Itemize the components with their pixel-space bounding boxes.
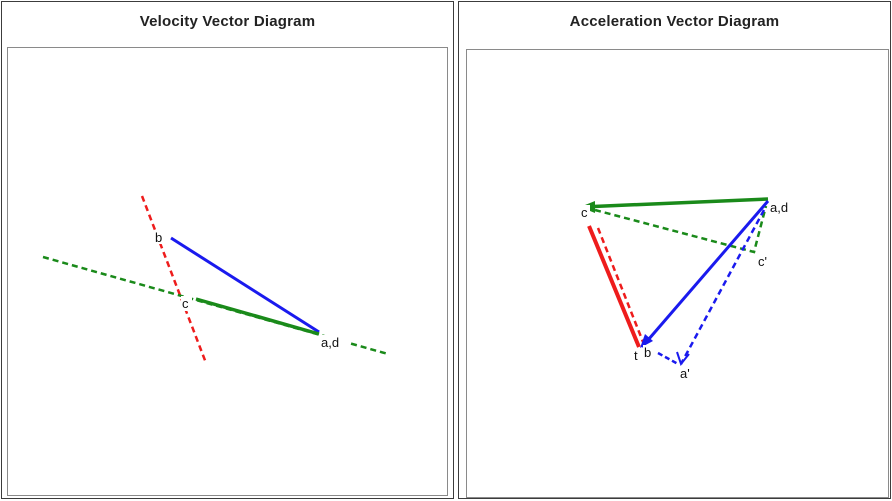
accel-green-dashed-path [594,205,768,254]
velocity-label-b-bg [154,230,165,244]
accel-label-t: t [634,348,638,363]
velocity-red-dashed-line [140,195,208,364]
accel-red-vector [587,225,641,348]
acceleration-diagram: c a,d c' t b a' [580,197,796,382]
velocity-panel: Velocity Vector Diagram b c a,d [1,1,454,499]
accel-label-c-bg [580,205,590,219]
accel-blue-vector [640,200,770,348]
velocity-title: Velocity Vector Diagram [139,13,316,30]
velocity-green-vector [195,297,320,336]
velocity-label-c-bg [181,296,192,311]
accel-blue-dashed-short [657,351,679,366]
accel-label-c-prime: c' [758,254,767,269]
accel-label-ad-bg [770,200,796,215]
accel-label-b: b [644,345,651,360]
acceleration-panel: Acceleration Vector Diagram [458,1,891,499]
velocity-blue-vector [170,236,320,334]
accel-label-t-bg [633,348,641,362]
accel-label-aprime-bg [679,366,694,382]
velocity-label-c: c [182,296,189,311]
accel-red-dashed-line [596,227,647,348]
accel-label-c: c [581,205,588,220]
acceleration-plot-area: c a,d c' t b a' [466,49,889,498]
velocity-diagram: b c a,d [42,195,389,364]
accel-blue-dashed-arrowhead [676,351,690,367]
acceleration-title: Acceleration Vector Diagram [569,13,780,30]
velocity-plot-area: b c a,d [7,47,448,496]
accel-blue-dashed-line [679,209,766,365]
velocity-label-ad: a,d [321,335,339,350]
accel-green-vector [581,197,769,209]
velocity-label-b: b [155,230,162,245]
accel-label-cprime-bg [757,254,772,270]
accel-label-ad: a,d [770,200,788,215]
accel-label-b-bg [643,345,654,359]
velocity-label-ad-bg [320,335,348,351]
accel-label-a-prime: a' [680,366,690,381]
accel-blue-arrowhead [640,334,653,348]
